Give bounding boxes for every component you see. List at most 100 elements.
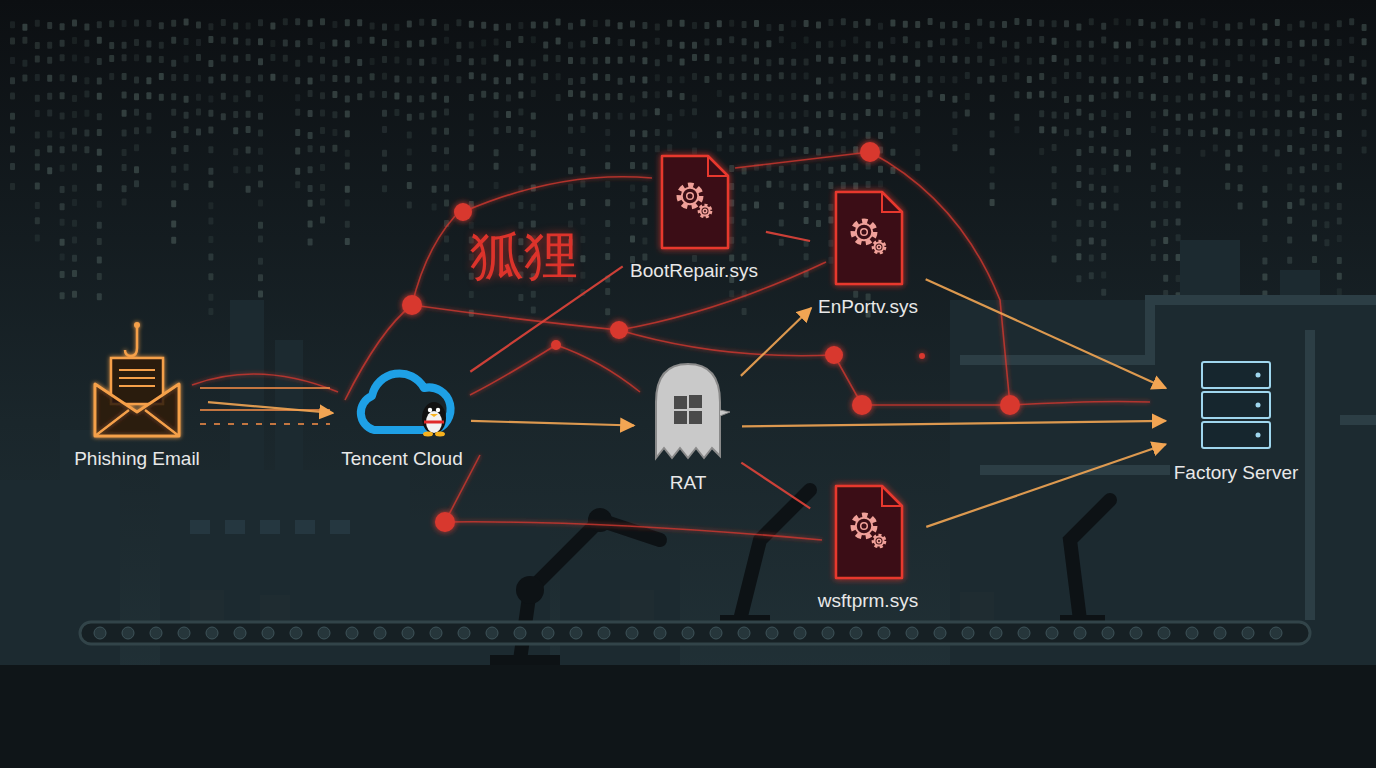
matrix-glyph <box>618 39 623 46</box>
matrix-glyph <box>1089 220 1094 227</box>
matrix-glyph <box>72 255 77 262</box>
matrix-glyph <box>531 113 536 120</box>
matrix-glyph <box>332 111 337 118</box>
matrix-glyph <box>184 55 189 62</box>
matrix-glyph <box>605 74 610 81</box>
matrix-glyph <box>134 76 139 83</box>
matrix-glyph <box>1200 59 1205 66</box>
network-dots <box>402 142 1020 532</box>
matrix-glyph <box>1275 95 1280 102</box>
matrix-glyph <box>171 166 176 173</box>
matrix-glyph <box>1213 74 1218 81</box>
matrix-glyph <box>357 93 362 100</box>
matrix-glyph <box>630 145 635 152</box>
matrix-glyph <box>320 217 325 224</box>
matrix-glyph <box>531 90 536 97</box>
matrix-glyph <box>729 199 734 206</box>
matrix-glyph <box>1114 204 1119 211</box>
matrix-glyph <box>928 18 933 25</box>
matrix-glyph <box>97 184 102 191</box>
matrix-glyph <box>1176 95 1181 102</box>
matrix-glyph <box>692 95 697 102</box>
matrix-glyph <box>84 130 89 137</box>
matrix-glyph <box>828 167 833 174</box>
matrix-glyph <box>60 219 65 226</box>
matrix-glyph <box>1101 253 1106 260</box>
matrix-glyph <box>642 130 647 137</box>
matrix-glyph <box>1138 55 1143 62</box>
matrix-glyph <box>270 54 275 61</box>
matrix-glyph <box>221 74 226 81</box>
matrix-glyph <box>221 93 226 100</box>
matrix-glyph <box>308 166 313 173</box>
matrix-glyph <box>10 183 15 190</box>
matrix-glyph <box>72 236 77 243</box>
matrix-glyph <box>1052 198 1057 205</box>
matrix-glyph <box>878 132 883 139</box>
matrix-glyph <box>432 145 437 152</box>
matrix-glyph <box>1089 41 1094 48</box>
matrix-glyph <box>828 110 833 117</box>
matrix-glyph <box>382 185 387 192</box>
matrix-glyph <box>444 96 449 103</box>
matrix-glyph <box>171 109 176 116</box>
matrix-glyph <box>494 55 499 62</box>
matrix-glyph <box>469 163 474 170</box>
matrix-glyph <box>72 54 77 61</box>
matrix-glyph <box>1039 126 1044 133</box>
matrix-glyph <box>940 94 945 101</box>
matrix-glyph <box>1176 55 1181 62</box>
matrix-glyph <box>10 163 15 170</box>
matrix-glyph <box>878 166 883 173</box>
matrix-glyph <box>866 41 871 48</box>
matrix-glyph <box>667 144 672 151</box>
matrix-glyph <box>35 42 40 49</box>
matrix-glyph <box>246 186 251 193</box>
flow-connector <box>741 463 810 509</box>
node-label: Factory Server <box>1170 462 1303 484</box>
matrix-glyph <box>134 144 139 151</box>
matrix-glyph <box>469 21 474 28</box>
matrix-glyph <box>1089 255 1094 262</box>
matrix-glyph <box>394 75 399 82</box>
matrix-glyph <box>109 55 114 62</box>
matrix-glyph <box>283 39 288 46</box>
matrix-glyph <box>345 163 350 170</box>
matrix-glyph <box>667 40 672 47</box>
matrix-glyph <box>630 236 635 243</box>
matrix-glyph <box>456 42 461 49</box>
matrix-glyph <box>729 95 734 102</box>
matrix-glyph <box>1176 168 1181 175</box>
matrix-glyph <box>47 42 52 49</box>
matrix-glyph <box>717 131 722 138</box>
matrix-glyph <box>1312 109 1317 116</box>
roller <box>794 627 806 639</box>
matrix-glyph <box>766 181 771 188</box>
roller <box>570 627 582 639</box>
matrix-glyph <box>184 112 189 119</box>
matrix-glyph <box>692 54 697 61</box>
matrix-glyph <box>270 74 275 81</box>
matrix-glyph <box>481 74 486 81</box>
matrix-glyph <box>1262 165 1267 172</box>
matrix-glyph <box>742 55 747 62</box>
matrix-glyph <box>1089 113 1094 120</box>
matrix-glyph <box>1225 164 1230 171</box>
matrix-glyph <box>494 39 499 46</box>
matrix-glyph <box>804 164 809 171</box>
matrix-glyph <box>134 180 139 187</box>
icon-node: wsftprm.sys <box>814 482 923 612</box>
matrix-glyph <box>60 132 65 139</box>
matrix-glyph <box>1076 199 1081 206</box>
matrix-glyph <box>1300 21 1305 28</box>
matrix-glyph <box>506 126 511 133</box>
matrix-glyph <box>97 149 102 156</box>
matrix-glyph <box>122 185 127 192</box>
matrix-glyph <box>1138 92 1143 99</box>
matrix-glyph <box>97 113 102 120</box>
matrix-glyph <box>1027 37 1032 44</box>
matrix-glyph <box>171 237 176 244</box>
matrix-glyph <box>332 145 337 152</box>
matrix-glyph <box>233 22 238 29</box>
matrix-glyph <box>196 22 201 29</box>
